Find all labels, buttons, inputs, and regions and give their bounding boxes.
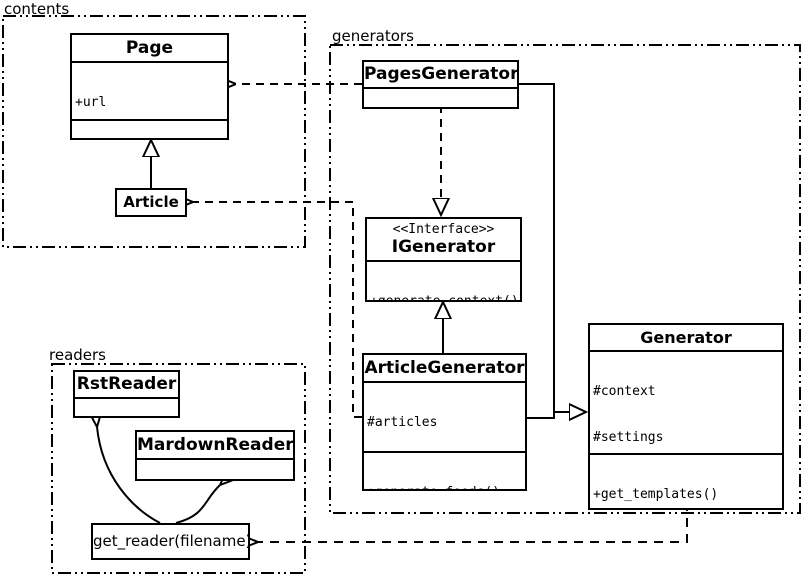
class-stereotype: <<Interface>> [392,222,495,237]
method: +generate_feeds() [367,485,525,489]
attributes-compartment: +url +slug +summary [72,61,227,119]
get-reader-label: get_reader(filename) [93,532,252,550]
edge-generator-to-getreader-dependency [258,502,688,542]
methods-compartment: +generate_context() +generate_output() [367,260,520,300]
methods-compartment: +read() [137,458,293,479]
package-border-contents [2,15,306,248]
class-title: RstReader [76,374,177,394]
methods-compartment: +check_properties() [72,119,227,138]
class-box-rstreader: RstReader +read() [73,370,180,418]
methods-compartment: +generate_feeds() +generate_pages() [364,451,525,489]
edge-articlegenerator-to-article-dependency [193,202,362,418]
attributes-compartment: #context #settings #path #theme #output_… [590,350,782,453]
attribute: #context [593,384,656,399]
edge-pagesgenerator-to-generator-generalization [518,83,569,412]
attributes-compartment: #pages [364,87,517,107]
package-border-readers [51,363,306,574]
class-box-mardownreader: MardownReader +read() [135,430,295,481]
method: +generate_context() [370,294,520,300]
class-title: MardownReader [137,435,293,455]
attribute: #articles [367,415,438,430]
box-get-reader: get_reader(filename) [91,523,252,560]
package-label-readers: readers [49,346,106,364]
class-box-articlegenerator: ArticleGenerator #articles #dates #tags … [362,353,527,491]
class-box-igenerator: <<Interface>> IGenerator +generate_conte… [365,217,522,302]
edge-getreader-to-rstreader-arrow [97,427,161,524]
class-box-article: Article [115,188,187,217]
class-box-pagesgenerator: PagesGenerator #pages [362,60,519,109]
package-label-generators: generators [332,27,414,45]
methods-compartment: +read() [75,397,178,416]
method: +get_templates() [593,487,719,502]
class-title: Page [125,38,174,58]
class-box-generator: Generator #context #settings #path #them… [588,323,784,510]
edge-getreader-to-mardownreader-arrow [175,485,220,524]
class-box-page: Page +url +slug +summary +check_properti… [70,33,229,140]
attributes-compartment: #articles #dates #tags #categories [364,381,525,451]
attribute: +url [75,95,107,110]
class-title: Generator [640,328,732,347]
class-title: IGenerator [391,237,496,257]
class-title-compartment: <<Interface>> IGenerator [367,219,520,260]
class-title: PagesGenerator [364,64,517,84]
class-title: ArticleGenerator [364,358,525,378]
attribute: #settings [593,430,664,445]
class-title: Article [123,193,179,211]
edge-articlegenerator-to-generator-generalization [527,412,555,419]
package-border-generators [329,44,801,514]
methods-compartment: +get_templates() +get_files(path,exclude… [590,453,782,508]
package-label-contents: contents [4,0,70,18]
